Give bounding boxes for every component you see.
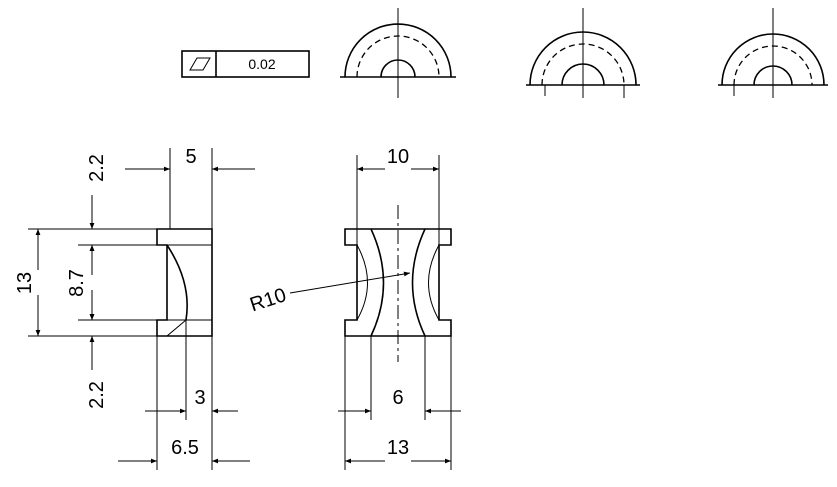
dim-inner-width-label: 3 [194,387,205,409]
dim-radius-label: R10 [247,284,289,316]
dim-inner-width-3: 3 [145,387,238,414]
dim-bottom-gap-label: 2.2 [86,381,108,409]
dim-height-13: 13 [14,229,41,336]
tolerance-frame: 0.02 [181,50,310,78]
dim-front-overall-width-13: 13 [345,437,451,464]
dim-front-overall-width-label: 13 [387,437,409,459]
dim-front-top-width-10: 10 [357,146,439,172]
dim-middle-8-7: 8.7 [66,245,95,320]
top-view-1 [340,8,456,98]
dim-top-gap-label: 2.2 [86,154,108,182]
dim-front-inner-width-6: 6 [338,387,461,414]
front-view-part [344,205,452,362]
dim-bottom-width-label: 6.5 [171,437,199,459]
dim-bottom-gap-2-2: 2.2 [86,290,108,409]
dim-bottom-width-6-5: 6.5 [118,437,250,464]
dim-front-top-width-label: 10 [387,146,409,168]
dim-height-label: 13 [14,272,36,294]
dim-top-width-label: 5 [185,146,196,168]
dim-front-inner-width-label: 6 [392,387,403,409]
dim-radius-r10: R10 [247,271,411,316]
dim-middle-label: 8.7 [66,269,88,297]
top-view-2 [526,8,640,98]
dim-top-gap-2-2: 2.2 [86,154,108,275]
side-view-part [156,228,213,337]
side-view-extension-lines [28,148,213,470]
dim-top-width-5: 5 [125,146,255,172]
tolerance-value: 0.02 [248,56,275,72]
top-view-3 [718,8,828,98]
flatness-symbol-icon [189,57,211,71]
